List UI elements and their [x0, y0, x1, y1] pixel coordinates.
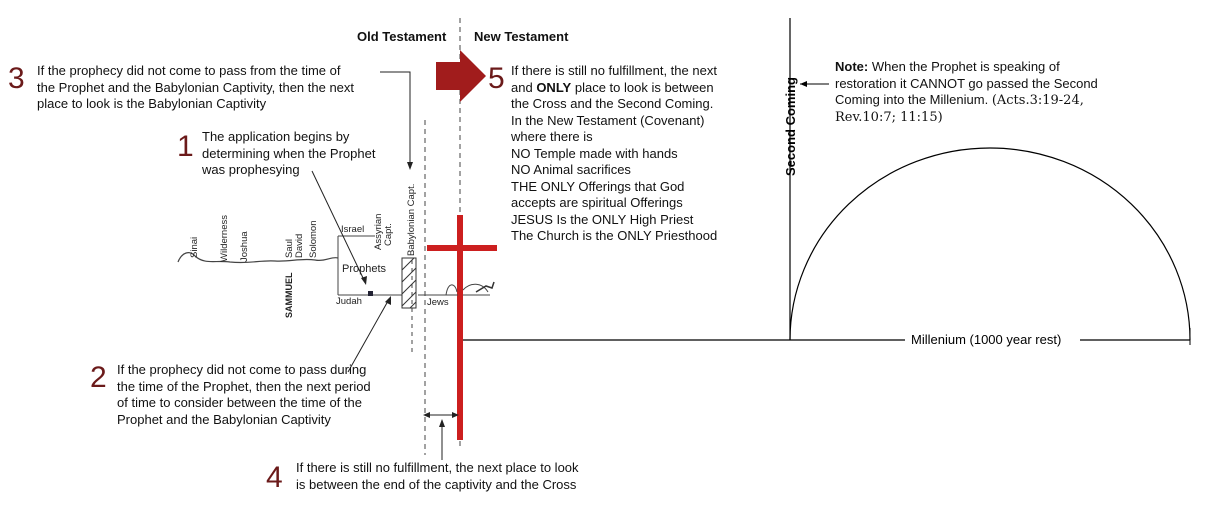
- prophet-marker: [368, 291, 373, 296]
- step-2-number: 2: [90, 361, 107, 394]
- note-line-3: Coming into the Millenium. (Acts.3:19-24…: [835, 92, 1098, 110]
- step-1-text: The application begins by determining wh…: [202, 129, 375, 179]
- new-testament-header: New Testament: [474, 29, 569, 44]
- captivity-box: [401, 257, 417, 309]
- note-label: Note:: [835, 59, 869, 74]
- label-israel: Israel: [341, 224, 364, 235]
- step-5-line-only: and ONLY place to look is between: [511, 80, 717, 97]
- note-text: Coming into the Millenium.: [835, 92, 989, 107]
- label-assyrian-capt: Capt.: [383, 223, 394, 246]
- step-3-line: the Prophet and the Babylonian Captivity…: [37, 79, 355, 95]
- step-2-line: of time to consider between the time of …: [117, 395, 362, 410]
- step-2-line: the time of the Prophet, then the next p…: [117, 378, 371, 394]
- cross-vertical: [457, 215, 463, 440]
- jews-curve: [445, 284, 458, 296]
- step-3-text: If the prophecy did not come to pass fro…: [37, 63, 354, 113]
- step-5-line: where there is: [511, 129, 593, 144]
- cross-horizontal: [427, 245, 497, 251]
- cross-arc: [462, 283, 490, 296]
- note-line-2: restoration it CANNOT go passed the Seco…: [835, 75, 1098, 91]
- note-text: When the Prophet is speaking of: [871, 59, 1060, 74]
- note-refs: (Acts.3:19-24,: [991, 93, 1084, 108]
- step-3-line: place to look is the Babylonian Captivit…: [37, 96, 267, 111]
- step-5-arrow: [436, 50, 486, 102]
- step-1-line: The application begins by: [202, 129, 350, 144]
- note-line-1: Note: When the Prophet is speaking of: [835, 59, 1098, 76]
- step-1-line: was prophesying: [202, 162, 300, 177]
- label-solomon: Solomon: [308, 221, 319, 259]
- step-5-line: The Church is the ONLY Priesthood: [511, 228, 718, 243]
- note-block: Note: When the Prophet is speaking of re…: [835, 59, 1098, 126]
- step-4-number: 4: [266, 461, 283, 494]
- step-5-line: If there is still no fulfillment, the ne…: [511, 63, 717, 78]
- step-4-line: is between the end of the captivity and …: [296, 476, 577, 492]
- step-2-pointer: [347, 300, 389, 373]
- step-4-text: If there is still no fulfillment, the ne…: [296, 460, 579, 493]
- step-4-line: If there is still no fulfillment, the ne…: [296, 460, 579, 475]
- history-line: [177, 252, 339, 264]
- step-2-text: If the prophecy did not come to pass dur…: [117, 362, 371, 428]
- label-saul: Saul: [284, 239, 295, 258]
- step-5-line: and ONLY place to look is between: [511, 79, 714, 95]
- label-joshua: Joshua: [239, 231, 250, 262]
- step-5-line: NO Temple made with hands: [511, 145, 678, 161]
- label-babylonian-capt: Babylonian Capt.: [406, 184, 417, 256]
- step-5-line: accepts are spiritual Offerings: [511, 195, 683, 210]
- label-sinai: Sinai: [189, 237, 200, 258]
- old-testament-header: Old Testament: [357, 29, 447, 44]
- step-1-pointer: [311, 170, 365, 281]
- step-1-line: determining when the Prophet: [202, 145, 376, 161]
- step-2-line: If the prophecy did not come to pass dur…: [117, 362, 367, 377]
- note-line-4: Rev.10:7; 11:15): [835, 109, 943, 125]
- label-prophets: Prophets: [342, 263, 387, 275]
- figure-sketch: [475, 281, 495, 293]
- step-3-number: 3: [8, 62, 25, 95]
- note-arrowhead: [800, 81, 807, 87]
- label-sammuel: SAMMUEL: [284, 272, 294, 318]
- label-jews: Jews: [427, 297, 449, 308]
- step-5-line: JESUS Is the ONLY High Priest: [511, 211, 694, 227]
- second-coming-label: Second Coming: [783, 77, 798, 176]
- step-1-number: 1: [177, 130, 194, 163]
- step-3-line: If the prophecy did not come to pass fro…: [37, 63, 341, 78]
- millenium-label: Millenium (1000 year rest): [911, 332, 1061, 347]
- step-5-line: THE ONLY Offerings that God: [511, 178, 685, 194]
- label-judah: Judah: [336, 296, 362, 307]
- label-assyrian: Assyrian: [373, 214, 384, 250]
- millenium-arc: [789, 147, 1191, 341]
- step-5-line: NO Animal sacrifices: [511, 162, 631, 177]
- step-5-line: In the New Testament (Covenant): [511, 112, 705, 128]
- step-2-line: Prophet and the Babylonian Captivity: [117, 411, 331, 427]
- step-5-line: the Cross and the Second Coming.: [511, 96, 714, 111]
- label-david: David: [294, 234, 305, 258]
- step-3-pointer: [380, 71, 411, 165]
- step-5-text: If there is still no fulfillment, the ne…: [511, 63, 717, 245]
- label-wilderness: Wilderness: [219, 215, 230, 262]
- step-5-number: 5: [488, 62, 505, 95]
